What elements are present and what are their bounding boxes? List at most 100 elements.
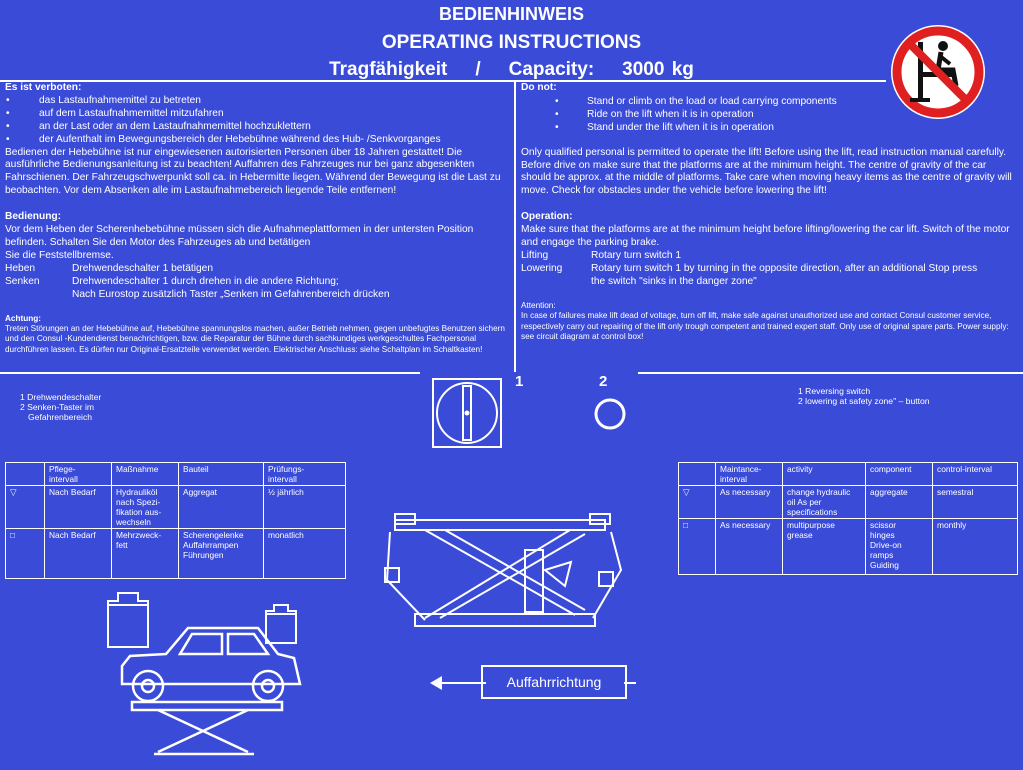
arrow-left-icon [430,676,486,690]
title-en: OPERATING INSTRUCTIONS [381,32,642,53]
table-cell: monthly [932,518,1018,575]
operation-text-en: Make sure that the platforms are at the … [521,224,1010,249]
legend-en: 1 Reversing switch 2 lowering at safety … [798,386,930,406]
weight-icon [265,604,297,644]
table-header: Pflege- intervall Maßnahme Bauteil Prüfu… [5,462,346,486]
arrow-tail [624,682,636,684]
operation-heading-de: Bedienung: [5,211,62,223]
lift-key-en: Lifting [521,249,549,261]
table-cell: semestral [932,485,1018,519]
capacity-value: 3000 kg [622,59,694,80]
table-cell: As necessary [715,518,783,575]
forbidden-item: auf dem Lastaufnahmemittel mitzufahren [5,108,510,121]
header-cell: control-interval [932,462,1018,486]
operation-heading-en: Operation: [521,211,573,223]
control-label-2: 2 [599,373,608,390]
drive-direction-label: Auffahrrichtung [481,665,627,699]
table-cell: Nach Bedarf [44,528,112,579]
table-cell: As necessary [715,485,783,519]
forbidden-heading-de: Es ist verboten: [5,82,82,93]
header-cell: Bauteil [178,462,264,486]
lift-val-de: Drehwendeschalter 1 betätigen [72,262,214,274]
capacity-label-en: Capacity: [508,59,595,80]
lower-val2-en: the switch "sinks in the danger zone" [591,275,757,287]
table-cell: □ [678,518,716,575]
legend-item: 2 lowering at safety zone" – button [798,396,930,406]
maintenance-table-en: Maintance- interval activity component c… [678,462,1018,575]
table-cell: aggregate [865,485,933,519]
table-cell: Hydrauliköl nach Spezi- fikation aus- we… [111,485,179,529]
table-row: □ Nach Bedarf Mehrzweck- fett Scherengel… [5,528,346,579]
header-cell [678,462,716,486]
forbidden-item: der Aufenthalt im Bewegungsbereich der H… [5,134,510,147]
table-cell: ▽ [5,485,45,529]
general-text-en: Only qualified personal is permitted to … [521,146,1012,197]
header-cell: Maintance- interval [715,462,783,486]
table-cell: □ [5,528,45,579]
forbidden-item: Stand under the lift when it is in opera… [521,122,1019,135]
header-cell: component [865,462,933,486]
table-header: Maintance- interval activity component c… [678,462,1018,486]
table-row: □ As necessary multipurpose grease sciss… [678,518,1018,575]
header-divider [0,80,886,82]
forbidden-item: an der Last oder an dem Lastaufnahmemitt… [5,121,510,134]
capacity-label-de: Tragfähigkeit [329,59,448,80]
forbidden-heading-en: Do not: [521,82,557,93]
lift-key-de: Heben [5,262,36,274]
lower-val2-de: Nach Eurostop zusätzlich Taster „Senken … [72,288,390,300]
title-de: BEDIENHINWEIS [438,4,584,24]
control-label-1: 1 [515,373,524,390]
table-cell: Mehrzweck- fett [111,528,179,579]
operation-text-de: Vor dem Heben der Scherenhebebühne müsse… [5,224,474,248]
capacity-line: Tragfähigkeit / Capacity: 3000 kg [0,59,1023,81]
table-cell: Nach Bedarf [44,485,112,529]
table-row: ▽ As necessary change hydraulic oil As p… [678,485,1018,519]
table-cell: multipurpose grease [782,518,866,575]
legend-item: 1 Drehwendeschalter [20,392,102,402]
header-cell: Pflege- intervall [44,462,112,486]
forbidden-item: das Lastaufnahmemittel zu betreten [5,95,510,108]
maintenance-table-de: Pflege- intervall Maßnahme Bauteil Prüfu… [5,462,346,579]
header-cell: activity [782,462,866,486]
table-cell: ▽ [678,485,716,519]
lower-key-en: Lowering [521,262,563,274]
table-row: ▽ Nach Bedarf Hydrauliköl nach Spezi- fi… [5,485,346,529]
table-cell: Scherengelenke Auffahrrampen Führungen [178,528,264,579]
ring-button-icon[interactable] [593,397,627,431]
weight-icon [107,592,149,648]
lower-val-en: Rotary turn switch 1 by turning in the o… [591,262,978,274]
attention-heading-de: Achtung: [5,313,41,323]
table-cell: ½ jährlich [263,485,346,529]
section-divider-left [0,372,420,374]
lower-key-de: Senken [5,275,40,287]
legend-de: 1 Drehwendeschalter 2 Senken-Taster im G… [20,392,101,422]
car-on-lift-icon [120,626,302,756]
attention-heading-en: Attention: [521,300,556,310]
forbidden-item: Ride on the lift when it is in operation [521,109,1019,122]
column-divider [514,82,516,372]
legend-item: 1 Reversing switch [798,386,871,396]
capacity-sep: / [475,59,481,80]
german-column: Es ist verboten: das Lastaufnahmemittel … [5,82,510,355]
table-cell: monatlich [263,528,346,579]
header-cell: Maßnahme [111,462,179,486]
table-cell: Aggregat [178,485,264,529]
operation-text2-de: Sie die Feststellbremse. [5,249,114,261]
forbidden-list-en: Stand or climb on the load or load carry… [521,96,1019,135]
legend-item: 2 Senken-Taster im [20,402,95,412]
forbidden-list-de: das Lastaufnahmemittel zu betreten auf d… [5,95,510,147]
lower-val-de: Drehwendeschalter 1 durch drehen in die … [72,275,339,287]
attention-text-en: In case of failures make lift dead of vo… [521,311,1009,341]
header-cell: Prüfungs- intervall [263,462,346,486]
legend-item: Gefahrenbereich [28,412,93,422]
lift-val-en: Rotary turn switch 1 [591,249,682,261]
table-cell: change hydraulic oil As per specificatio… [782,485,866,519]
table-cell: scissor hinges Drive-on ramps Guiding [865,518,933,575]
scissor-lift-diagram-icon [384,513,623,627]
section-divider-right [638,372,1023,374]
forbidden-item: Stand or climb on the load or load carry… [521,96,1019,109]
general-text-de: Bedienen der Hebebühne ist nur eingewies… [5,146,501,197]
header-cell [5,462,45,486]
rotary-switch-icon[interactable] [432,378,502,448]
english-column: Do not: Stand or climb on the load or lo… [521,82,1019,342]
